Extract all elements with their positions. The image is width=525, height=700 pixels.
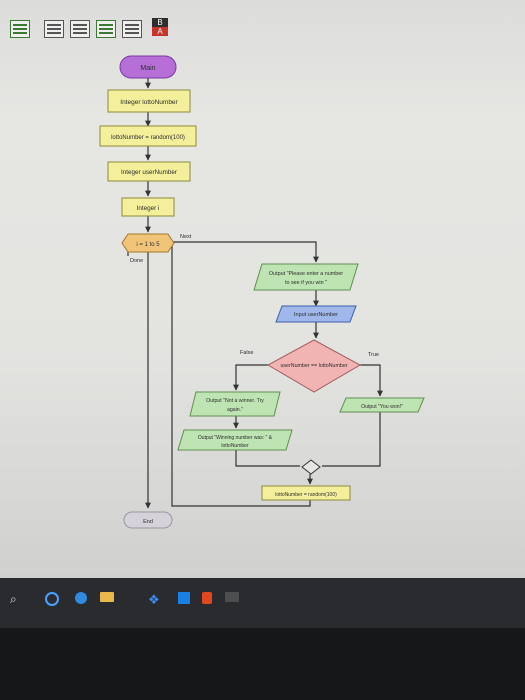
assign-lotto-label: lottoNumber = random(100) [111, 135, 185, 141]
loop-label: i = 1 to 5 [136, 242, 160, 248]
start-terminal[interactable]: Main [119, 55, 177, 79]
cortana-icon[interactable] [45, 592, 59, 606]
declare-lotto-label: Integer lottoNumber [120, 99, 178, 106]
loop-done-label: Done [130, 258, 143, 264]
edge-icon[interactable] [75, 592, 87, 604]
merge-point [301, 459, 321, 475]
monitor-bezel [0, 628, 525, 700]
declare-lotto-box[interactable]: Integer lottoNumber [107, 89, 191, 113]
toolbar: B A [0, 10, 525, 50]
loop-hexagon[interactable]: i = 1 to 5 [121, 233, 175, 253]
lang-bottom-label: A [152, 27, 168, 36]
end-terminal[interactable]: End [123, 511, 173, 529]
output-prompt-line2: to see if you win " [285, 280, 327, 286]
flowchart-canvas: Main Integer lottoNumber lottoNumber = r… [99, 55, 425, 529]
connectors [127, 78, 383, 509]
output-prompt-box[interactable]: Output "Please enter a number to see if … [253, 263, 359, 291]
declare-user-label: Integer userNumber [121, 169, 177, 176]
output-not-winner-box[interactable]: Output "Not a winner. Try again." [189, 391, 281, 417]
declare-i-box[interactable]: Integer i [121, 197, 175, 217]
reassign-lotto-box[interactable]: lottoNumber = random(100) [261, 485, 351, 501]
window-icon[interactable] [70, 20, 90, 38]
output-you-won-box[interactable]: Output "You won!" [339, 397, 425, 413]
output-not-winner-line1: Output "Not a winner. Try [206, 398, 264, 404]
assign-lotto-box[interactable]: lottoNumber = random(100) [99, 125, 197, 147]
output-winning-box[interactable]: Output "Winning number was: " & lottoNum… [177, 429, 293, 451]
input-box[interactable]: Input userNumber [275, 305, 357, 323]
flowchart-icon[interactable] [10, 20, 30, 38]
output-you-won-label: Output "You won!" [361, 404, 403, 410]
output-prompt-line1: Output "Please enter a number [269, 271, 343, 277]
decision-diamond[interactable]: userNumber == lottoNumber [266, 339, 362, 393]
output-winning-line1: Output "Winning number was: " & [198, 435, 273, 441]
start-label: Main [140, 65, 155, 72]
end-label: End [143, 519, 153, 525]
monitor-screen: B A [0, 0, 525, 590]
dropbox-icon[interactable]: ❖ [148, 592, 160, 607]
branch-false-label: False [240, 350, 253, 356]
declare-user-box[interactable]: Integer userNumber [107, 161, 191, 182]
lang-top-label: B [157, 18, 163, 27]
reassign-lotto-label: lottoNumber = random(100) [275, 492, 337, 498]
search-icon[interactable]: ⌕ [10, 592, 17, 606]
office-icon[interactable] [202, 592, 212, 604]
store-icon[interactable] [178, 592, 190, 604]
folder-icon[interactable] [100, 592, 114, 602]
windows-taskbar: ⌕ ❖ [0, 578, 525, 628]
input-label: Input userNumber [294, 312, 338, 318]
loop-next-label: Next [180, 234, 192, 240]
list-icon[interactable] [122, 20, 142, 38]
window-alt-icon[interactable] [96, 20, 116, 38]
decision-label: userNumber == lottoNumber [280, 363, 347, 369]
branch-true-label: True [368, 352, 379, 358]
output-not-winner-line2: again." [227, 407, 243, 413]
declare-i-label: Integer i [137, 205, 160, 212]
notes-icon[interactable] [225, 592, 239, 602]
output-winning-line2: lottoNumber [221, 443, 249, 449]
language-toggle-icon[interactable]: B A [152, 18, 168, 36]
layout-icon[interactable] [44, 20, 64, 38]
